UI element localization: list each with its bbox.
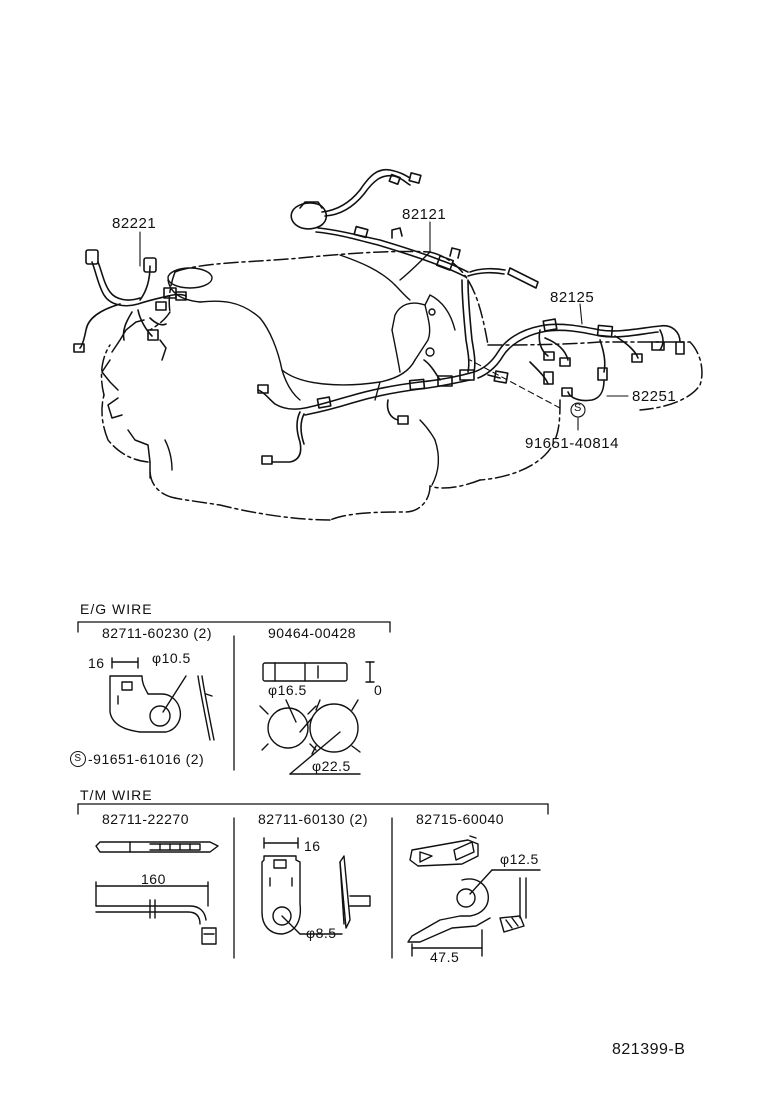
- tm-bracket-drawing: [407, 835, 541, 957]
- eg-grommet-drawing: [259, 661, 375, 775]
- tm-wire-box: [77, 803, 549, 959]
- callout-82121: 82121: [402, 206, 447, 223]
- tm-bracket-dim-length: 47.5: [430, 949, 460, 965]
- engine-inner-lines: [149, 251, 456, 486]
- eg-clamp-drawing: [109, 657, 215, 741]
- tm-cable-tie-drawing: [95, 841, 219, 945]
- wiring-harness: [73, 168, 685, 465]
- eg-bolt-symbol: S: [70, 751, 86, 767]
- tm-clamp-drawing: [261, 837, 371, 935]
- eg-grommet-dim-large: φ22.5: [312, 758, 351, 774]
- tm-clamp-dim-hole: φ8.5: [306, 925, 337, 941]
- tm-tie-part: 82711-22270: [102, 811, 189, 827]
- callout-91651-40814: 91651-40814: [525, 435, 619, 452]
- tm-clamp-dim-width: 16: [304, 838, 321, 854]
- tm-bracket-part: 82715-60040: [416, 811, 505, 827]
- eg-grommet-dim-small: φ16.5: [268, 682, 307, 698]
- tm-clamp-part: 82711-60130 (2): [258, 811, 368, 827]
- eg-wire-title: E/G WIRE: [80, 601, 153, 617]
- bolt-symbol: S: [574, 402, 582, 414]
- eg-grommet-dim-side: 0: [374, 682, 383, 698]
- callout-82221: 82221: [112, 215, 157, 232]
- callout-82125: 82125: [550, 289, 595, 306]
- eg-wire-box: [77, 621, 391, 771]
- callout-82251: 82251: [632, 388, 677, 405]
- callout-leaders: [139, 221, 629, 431]
- diagram-code: 821399-B: [612, 1041, 686, 1058]
- eg-grommet-part: 90464-00428: [268, 625, 357, 641]
- eg-clamp-dim-width: 16: [88, 655, 105, 671]
- tm-bracket-dim-hole: φ12.5: [500, 851, 539, 867]
- tm-tie-dim-length: 160: [141, 871, 166, 887]
- eg-bolt-part: -91651-61016 (2): [88, 751, 205, 767]
- eg-clamp-part: 82711-60230 (2): [102, 625, 212, 641]
- eg-clamp-dim-hole: φ10.5: [152, 650, 191, 666]
- tm-wire-title: T/M WIRE: [80, 787, 153, 803]
- cooling-fan: [101, 319, 167, 471]
